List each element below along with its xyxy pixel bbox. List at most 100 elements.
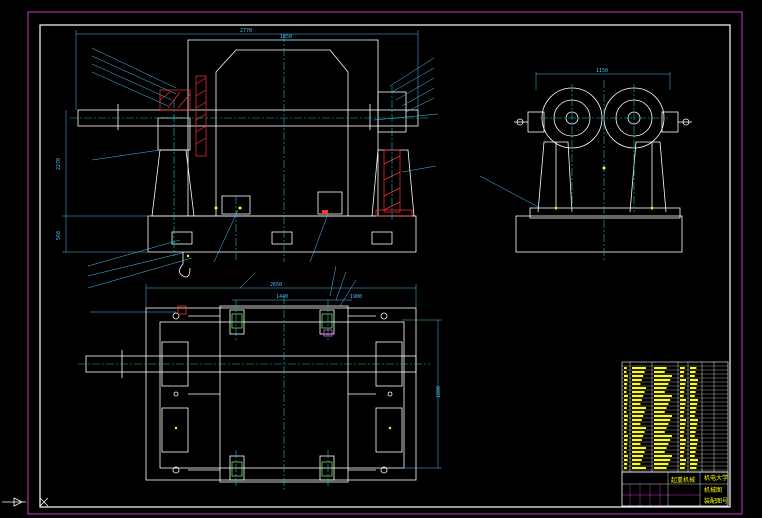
parts-list-entry-mark <box>624 419 628 421</box>
parts-list-entry-mark <box>632 463 641 465</box>
parts-list-entry-mark <box>624 467 627 469</box>
parts-list-entry-mark <box>624 455 628 457</box>
marker-bolts <box>186 206 242 258</box>
parts-list-entry-mark <box>654 419 671 421</box>
parts-list-entry-mark <box>624 395 628 397</box>
parts-list-entry-mark <box>680 455 684 457</box>
dim-plan-inner-right: 1900 <box>350 294 362 300</box>
parts-list-entry-mark <box>680 375 684 377</box>
parts-list-entry-mark <box>624 391 627 393</box>
parts-list-entry-mark <box>624 463 628 465</box>
parts-list-entry-mark <box>680 447 685 449</box>
parts-list-entry-mark <box>680 383 686 385</box>
parts-list-entry-mark <box>632 391 645 393</box>
parts-list-entry-mark <box>632 459 642 461</box>
parts-list-entry-mark <box>632 419 642 421</box>
parts-list-entry-mark <box>624 383 628 385</box>
parts-list-entry-mark <box>624 447 627 449</box>
title-block-drawing-name: 机械图 <box>704 486 722 494</box>
parts-list-entry-mark <box>632 427 646 429</box>
parts-list-entry-mark <box>654 463 669 465</box>
parts-list-entry-mark <box>654 379 671 381</box>
parts-list-entry-mark <box>632 451 645 453</box>
parts-list-entry-mark <box>632 403 641 405</box>
parts-list-entry-mark <box>690 419 698 421</box>
parts-list-entry-mark <box>632 447 646 449</box>
parts-list-entry-mark <box>690 403 698 405</box>
title-block-drawing-no: 装配图号 <box>704 497 728 505</box>
dim-front-top: 2770 <box>240 28 252 34</box>
parts-list-entry-mark <box>654 395 672 397</box>
parts-list-entry-mark <box>690 383 698 385</box>
parts-list-entry-mark <box>690 391 696 393</box>
parts-list-entry-mark <box>654 451 665 453</box>
dim-front-inner: 1650 <box>280 34 292 40</box>
parts-list-entry-mark <box>624 379 628 381</box>
parts-list-entry-mark <box>654 455 672 457</box>
parts-list-entry-mark <box>690 379 698 381</box>
parts-list-entry-mark <box>632 387 646 389</box>
parts-list-entry-mark <box>690 459 698 461</box>
parts-list-entry-mark <box>680 435 684 437</box>
parts-list-entry-mark <box>690 447 697 449</box>
parts-list-entry-mark <box>654 423 669 425</box>
parts-list-entry-mark <box>680 371 685 373</box>
parts-list-entry-mark <box>654 431 665 433</box>
parts-list-entry-mark <box>690 455 695 457</box>
green-bolts <box>231 313 333 477</box>
dim-front-left: 2270 <box>56 158 62 170</box>
parts-list-entry-mark <box>680 463 686 465</box>
parts-list-entry-mark <box>690 451 696 453</box>
parts-list-entry-mark <box>690 411 696 413</box>
parts-list-entry-mark <box>654 435 672 437</box>
parts-list-entry-mark <box>680 419 686 421</box>
parts-list-entry-mark <box>690 395 695 397</box>
parts-list-entry-mark <box>654 415 672 417</box>
parts-list-entry-mark <box>654 375 672 377</box>
parts-list-entry-mark <box>654 459 671 461</box>
parts-list-entry-mark <box>690 439 698 441</box>
parts-list-entry-mark <box>632 367 646 369</box>
parts-list-entry-mark <box>632 435 644 437</box>
parts-list <box>621 361 729 473</box>
parts-list-entry-mark <box>690 467 697 469</box>
parts-list-entry-mark <box>690 387 697 389</box>
parts-list-entry-mark <box>654 447 667 449</box>
parts-list-entry-mark <box>624 407 627 409</box>
parts-list-entry-mark <box>680 387 685 389</box>
parts-list-entry-mark <box>654 467 667 469</box>
parts-list-entry-mark <box>690 367 697 369</box>
parts-list-entry-mark <box>624 435 628 437</box>
parts-list-entry-mark <box>680 399 686 401</box>
parts-list-entry-mark <box>654 399 671 401</box>
parts-list-entry-mark <box>624 431 627 433</box>
parts-list-entry-mark <box>654 439 671 441</box>
parts-list-entry-mark <box>690 431 696 433</box>
sheet-border <box>27 11 743 515</box>
parts-list-entry-mark <box>690 399 698 401</box>
parts-list-entry-mark <box>624 439 628 441</box>
parts-list-entry-mark <box>632 423 641 425</box>
parts-list-entry-mark <box>654 427 667 429</box>
parts-list-entry-mark <box>624 371 627 373</box>
parts-list-entry-mark <box>680 459 686 461</box>
parts-list-entry-mark <box>690 435 695 437</box>
parts-list-entry-mark <box>680 407 685 409</box>
parts-list-entry-mark <box>654 403 669 405</box>
parts-list-entry-mark <box>690 443 698 445</box>
parts-list-entry-mark <box>680 427 685 429</box>
dim-plan-right: 1800 <box>436 386 442 398</box>
parts-list-entry-mark <box>680 431 685 433</box>
parts-list-entry-mark <box>680 415 684 417</box>
parts-list-entry-mark <box>654 383 669 385</box>
parts-list-entry-mark <box>680 379 686 381</box>
parts-list-entry-mark <box>624 387 627 389</box>
title-block-school: 机电大学 <box>704 474 728 482</box>
parts-list-entry-mark <box>690 415 695 417</box>
parts-list-entry-mark <box>654 367 667 369</box>
parts-list-entry-mark <box>624 451 627 453</box>
title-block-title: 起重机械 <box>671 476 695 484</box>
parts-list-entry-mark <box>624 443 628 445</box>
parts-list-entry-mark <box>632 379 642 381</box>
